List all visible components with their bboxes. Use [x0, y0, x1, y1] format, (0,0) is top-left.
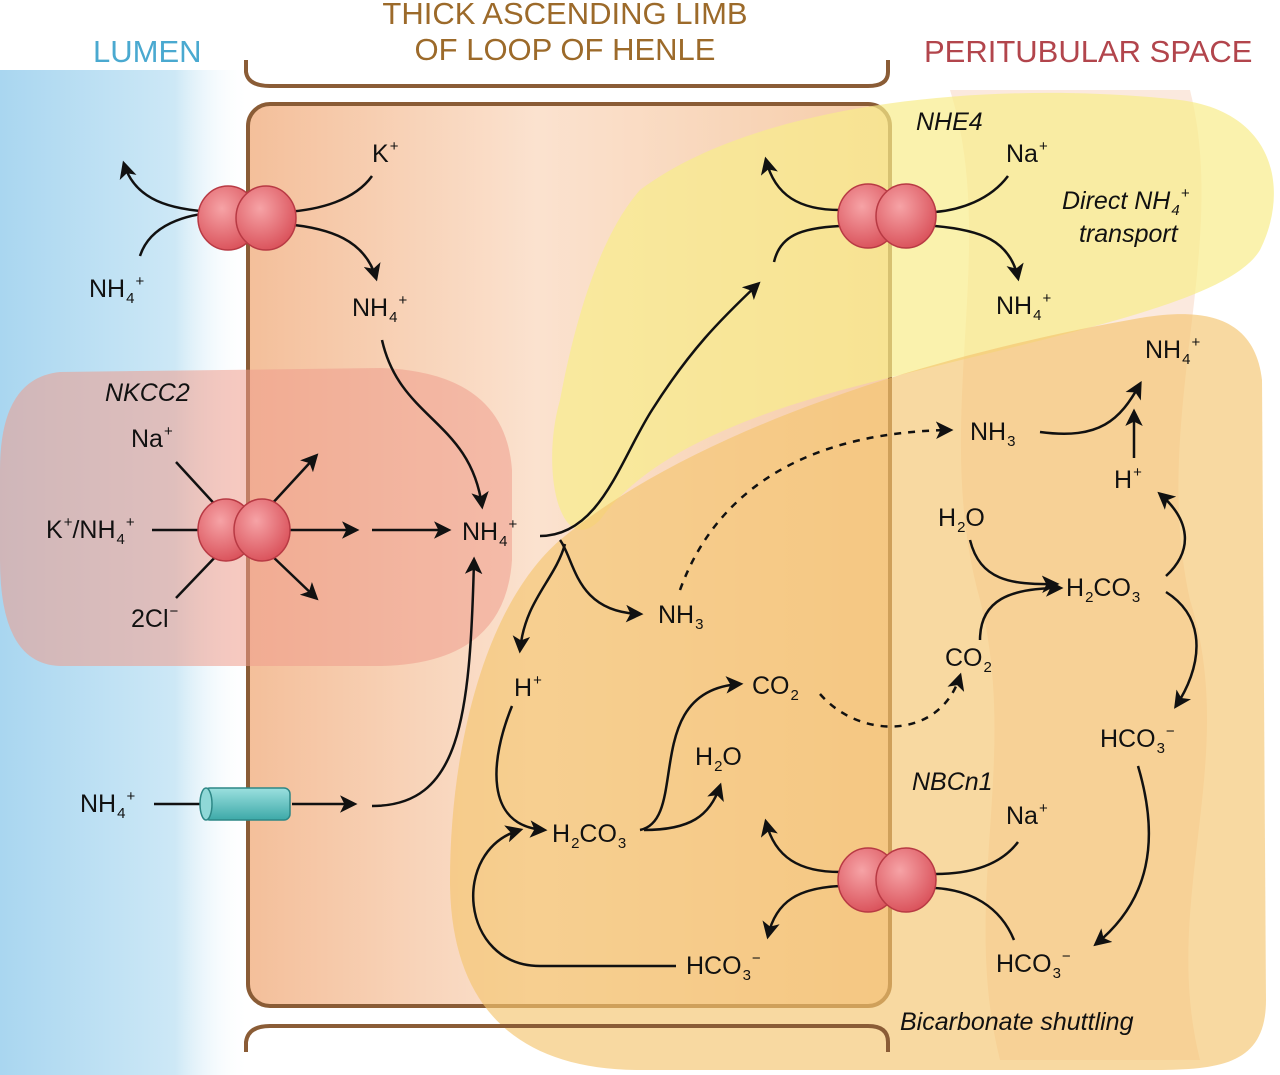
label-hco3-peritubular-lower: HCO3−: [996, 948, 1071, 982]
label-co2-peritubular: CO2: [945, 644, 992, 676]
bottom-brace: [244, 1024, 890, 1052]
label-nh4-center: NH4+: [462, 516, 518, 550]
transporter-top-left: [197, 185, 297, 251]
direct-transport-label: Direct NH4+: [1062, 185, 1190, 219]
arrow-center-to-nhe4: [539, 281, 761, 538]
arrow-h2co3-to-co2: [639, 676, 744, 832]
bicarbonate-shuttling-label: Bicarbonate shuttling: [900, 1008, 1134, 1036]
label-nh4-nhe4-out: NH4+: [996, 290, 1052, 324]
label-k-top: K+: [372, 138, 399, 168]
nbcn1-left-up: [760, 818, 841, 874]
transporter-nbcn1: [837, 847, 937, 913]
label-nh4-channel: NH4+: [80, 788, 136, 822]
lumen-header: LUMEN: [93, 34, 202, 69]
arrow-channel-to-center: [371, 556, 483, 808]
arrow-h2o-to-h2co3: [968, 539, 1060, 594]
label-na-nkcc2: Na+: [131, 423, 173, 453]
label-h2o-cell: H2O: [695, 743, 742, 775]
arrow-nh3-diffusion: [678, 421, 954, 591]
nhe4-right-in: [934, 175, 1009, 214]
label-h2co3-cell: H2CO3: [552, 820, 627, 852]
arrow-h2co3-to-h: [1157, 491, 1187, 577]
arrow-nh4-top-to-center: [380, 339, 489, 510]
label-na-nhe4: Na+: [1006, 138, 1048, 168]
peritubular-header: PERITUBULAR SPACE: [924, 34, 1253, 69]
nhe4-region: [552, 92, 1274, 530]
nkcc2-out-down: [269, 553, 319, 601]
nbcn1-label: NBCn1: [912, 768, 993, 796]
label-nh4-lumen-top: NH4+: [89, 273, 145, 307]
arrow-nh4-cell-in: [284, 222, 381, 282]
bicarbonate-region: [450, 314, 1266, 1070]
label-nh4-cell-top: NH4+: [352, 292, 408, 326]
label-hco3-cell: HCO3−: [686, 950, 761, 984]
label-hco3-peritubular-upper: HCO3−: [1100, 723, 1175, 757]
nhe4-right-out: [934, 224, 1024, 282]
arrow-h2co3-to-hco3: [1165, 590, 1198, 709]
nbcn1-right-hco3: [934, 886, 1016, 941]
nkcc2-out-up: [269, 453, 319, 507]
label-na-nbcn1: Na+: [1006, 800, 1048, 830]
label-k-nh4-nkcc2: K+/NH4+: [46, 514, 135, 548]
arrow-center-to-h: [512, 543, 567, 654]
tal-header-line1: THICK ASCENDING LIMB: [382, 0, 748, 31]
arrow-h2co3-to-h2o: [643, 782, 724, 832]
label-nh3-cell: NH3: [658, 601, 704, 633]
arrow-nh3-to-nh4: [1039, 380, 1142, 435]
label-co2-cell: CO2: [752, 672, 799, 704]
label-h2co3-peritubular: H2CO3: [1066, 574, 1141, 606]
nkcc2-cl-line: [175, 551, 221, 599]
arrow-co2-to-h2co3: [978, 579, 1064, 641]
label-h-cell: H+: [514, 672, 542, 702]
direct-transport-label-line2: transport: [1079, 220, 1178, 248]
label-2cl-nkcc2: 2Cl−: [131, 603, 179, 633]
label-nh4-peritubular: NH4+: [1145, 334, 1201, 368]
nbcn1-right-na: [934, 841, 1019, 876]
nhe4-left-out: [760, 156, 841, 212]
arrow-co2-diffusion: [819, 672, 965, 728]
arrow-h-to-h2co3: [495, 705, 548, 838]
arrow-hco3-down: [1093, 765, 1151, 947]
transporter-nhe4: [837, 183, 937, 249]
nbcn1-left-down: [762, 884, 841, 940]
label-nh3-peritubular: NH3: [970, 418, 1016, 450]
nhe4-left-in: [772, 224, 841, 263]
transporter-nkcc2: [197, 498, 291, 562]
label-h2o-peritubular: H2O: [938, 504, 985, 536]
arrow-hco3-loop: [472, 825, 676, 968]
tal-header-line2: OF LOOP OF HENLE: [414, 32, 716, 67]
nhe4-label: NHE4: [916, 108, 983, 136]
channel-potassium: [199, 787, 291, 821]
top-brace: [244, 60, 890, 88]
label-h-peritubular: H+: [1114, 464, 1142, 494]
nkcc2-label: NKCC2: [105, 379, 190, 407]
